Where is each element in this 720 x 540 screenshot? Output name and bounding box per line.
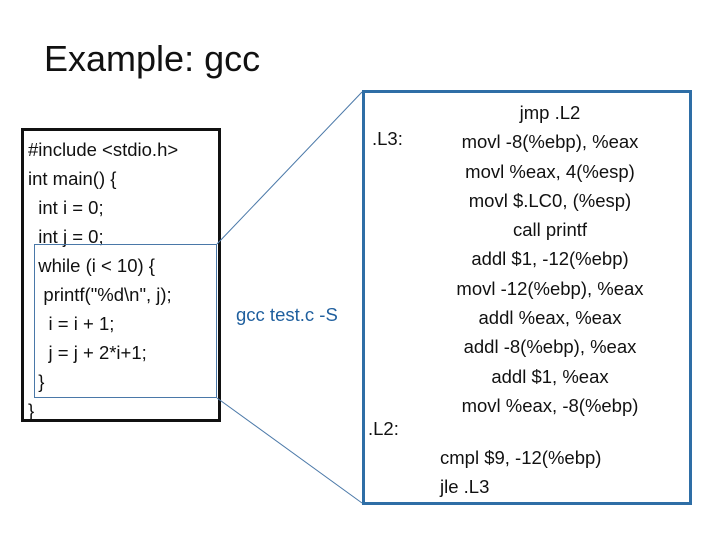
asm-line: addl $1, -12(%ebp) — [471, 248, 629, 270]
asm-line: movl $.LC0, (%esp) — [468, 189, 632, 211]
connector-line-bottom — [216, 397, 363, 504]
asm-line: cmpl $9, -12(%ebp) — [440, 447, 602, 468]
c-code-line: int i = 0; — [28, 197, 104, 218]
c-code-line: int main() { — [28, 168, 117, 189]
slide-title: Example: gcc — [44, 38, 261, 79]
c-source-box: #include <stdio.h> int main() { int i = … — [21, 128, 221, 422]
assembly-box — [362, 90, 692, 505]
asm-block-l2: cmpl $9, -12(%ebp) jle .L3 — [420, 443, 610, 502]
asm-line: jle .L3 — [440, 476, 490, 498]
asm-label-l3: .L3: — [372, 128, 403, 149]
c-code-line: i = i + 1; — [28, 313, 115, 334]
asm-line: movl -8(%ebp), %eax — [461, 131, 639, 153]
asm-line: addl %eax, %eax — [478, 307, 622, 329]
c-code-line: while (i < 10) { — [28, 255, 155, 276]
asm-line: movl %eax, 4(%esp) — [465, 160, 635, 182]
asm-line: addl $1, %eax — [491, 365, 609, 387]
connector-line-top — [216, 91, 363, 245]
asm-block-l3: jmp .L2 movl -8(%ebp), %eax movl %eax, 4… — [420, 98, 680, 420]
compile-command: gcc test.c -S — [236, 304, 338, 325]
asm-line: movl -12(%ebp), %eax — [456, 277, 644, 299]
loop-highlight-box — [34, 244, 217, 398]
asm-label-l2: .L2: — [368, 418, 399, 439]
c-code-line: int j = 0; — [28, 226, 104, 247]
c-code-line: #include <stdio.h> — [28, 139, 179, 160]
asm-line: addl -8(%ebp), %eax — [463, 336, 637, 358]
c-code-line: } — [28, 371, 45, 392]
c-code-line: j = j + 2*i+1; — [28, 342, 147, 363]
asm-line: jmp .L2 — [519, 102, 581, 123]
c-code-line: printf("%d\n", j); — [28, 284, 172, 305]
c-code-line: } — [28, 400, 35, 421]
asm-line: movl %eax, -8(%ebp) — [461, 394, 639, 416]
asm-line: call printf — [512, 219, 588, 241]
